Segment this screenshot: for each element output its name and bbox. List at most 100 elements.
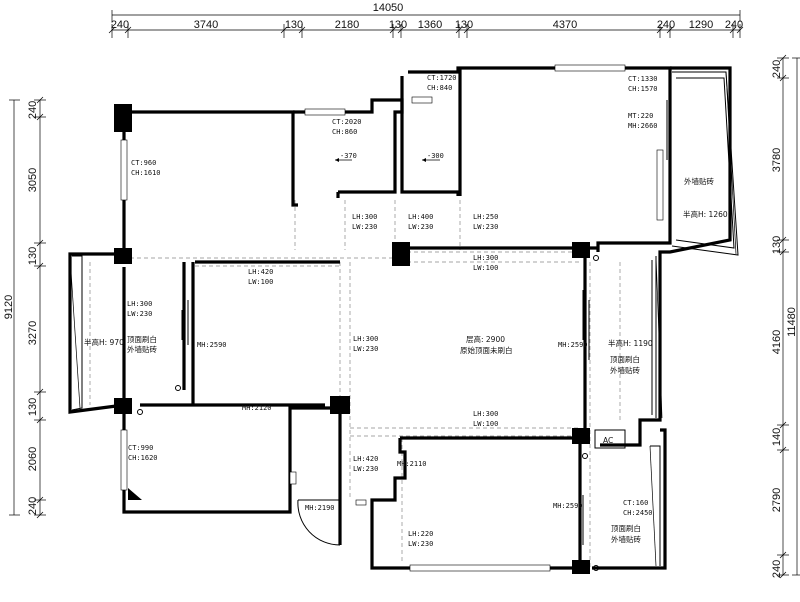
fixture-markers: [128, 255, 626, 571]
dimension-lines: [9, 10, 800, 579]
beam-f-lw: LW:230: [127, 310, 152, 318]
bath2-level: -300: [427, 152, 444, 160]
window-left-1: [120, 139, 128, 201]
mh-2590-bottom: MH:2590: [553, 502, 583, 510]
dim-left-1: 240: [27, 101, 39, 119]
column-6: [330, 396, 350, 414]
window-right-1: [656, 149, 664, 221]
beam-e-lw: LW:100: [473, 264, 498, 272]
dimension-tick: [455, 26, 463, 34]
column-1: [114, 104, 132, 132]
annotations: CT:960 CH:1610 CT:2020 CH:860 -370 CT:17…: [84, 74, 728, 548]
dim-right-6: 2790: [771, 488, 783, 512]
balcony-right-height: 半高H: 1190: [608, 338, 653, 348]
dim-left-3: 130: [27, 247, 39, 265]
dim-overall-top: 14050: [373, 2, 404, 14]
beam-g-lw: LW:230: [353, 345, 378, 353]
dim-top-3: 130: [285, 19, 303, 31]
dimension-tick: [36, 96, 44, 104]
dimension-tick: [779, 236, 787, 244]
walls: [68, 66, 732, 570]
beam-d-lh: LH:420: [248, 268, 273, 276]
dim-top-6: 1360: [418, 19, 442, 31]
dimension-tick: [779, 551, 787, 559]
mh-2120: MH:2120: [242, 404, 272, 412]
dim-left-2: 3050: [27, 168, 39, 192]
structural-columns: [114, 104, 590, 574]
ceiling-note: 原始顶面未刷白: [460, 345, 513, 355]
room-bl-ch: CH:1620: [128, 454, 158, 462]
dim-top-4: 2180: [335, 19, 359, 31]
dim-right-7: 240: [771, 560, 783, 578]
column-3: [114, 398, 132, 414]
dim-overall-right: 11480: [786, 307, 798, 337]
dimension-tick: [736, 26, 744, 34]
balcony-right-tile: 外墙贴砖: [610, 365, 640, 375]
mh-2190: MH:2190: [305, 504, 335, 512]
room-tr-ct: CT:1330: [628, 75, 658, 83]
dimension-tick: [779, 446, 787, 454]
beam-a-lw: LW:230: [352, 223, 377, 231]
dim-top-10: 1290: [689, 19, 713, 31]
balcony-tr-tile: 外墙贴砖: [684, 176, 714, 186]
dim-top-1: 240: [111, 19, 129, 31]
dim-top-11: 240: [725, 19, 743, 31]
room-tl-ch: CH:1610: [131, 169, 161, 177]
dimension-tick: [666, 26, 674, 34]
bath2-ct: CT:1720: [427, 74, 457, 82]
dimension-tick: [463, 26, 471, 34]
dimension-text: 14050 240 3740 130 2180 130 1360 130 437…: [3, 2, 798, 578]
window-top-1: [304, 108, 346, 116]
balcony-left-height: 半高H: 970: [84, 337, 124, 347]
dim-right-4: 4160: [771, 330, 783, 354]
beam-f-lh: LH:300: [127, 300, 152, 308]
bath1-ch: CH:860: [332, 128, 357, 136]
dimension-tick: [298, 26, 306, 34]
dimension-tick: [36, 416, 44, 424]
window-left-2: [120, 429, 128, 491]
mh-2590-left: MH:2590: [197, 341, 227, 349]
dimension-tick: [108, 26, 116, 34]
dimension-tick: [36, 239, 44, 247]
dim-top-8: 4370: [553, 19, 577, 31]
beam-g-lh: LH:300: [353, 335, 378, 343]
room-tr-mh: MH:2660: [628, 122, 658, 130]
beam-c-lw: LW:230: [473, 223, 498, 231]
dimension-tick: [36, 511, 44, 519]
column-8: [572, 560, 590, 574]
balcony-outlines: [69, 71, 739, 567]
ac-box: [594, 429, 626, 449]
beam-j-lw: LW:230: [408, 540, 433, 548]
dimension-tick: [729, 26, 737, 34]
balcony-tr-height: 半高H: 1260: [683, 209, 728, 219]
dimension-tick: [36, 113, 44, 121]
beam-h-lw: LW:100: [473, 420, 498, 428]
column-5: [572, 242, 590, 258]
bath1-ct: CT:2020: [332, 118, 362, 126]
dim-right-3: 130: [771, 236, 783, 254]
room-tr-mt: MT:220: [628, 112, 653, 120]
dimension-tick: [36, 496, 44, 504]
window-top-2: [411, 96, 433, 104]
mh-2110: MH:2110: [397, 460, 427, 468]
dimension-tick: [779, 54, 787, 62]
mh-2590-right: MH:2590: [558, 341, 588, 349]
dimension-tick: [779, 421, 787, 429]
dim-top-7: 130: [455, 19, 473, 31]
dimension-tick: [779, 74, 787, 82]
dimension-tick: [779, 248, 787, 256]
dimension-tick: [656, 26, 664, 34]
dim-right-2: 3780: [771, 148, 783, 172]
windows: [120, 64, 664, 572]
dimension-tick: [397, 26, 405, 34]
dim-top-2: 3740: [194, 19, 218, 31]
dim-top-5: 130: [389, 19, 407, 31]
beam-b-lh: LH:400: [408, 213, 433, 221]
beam-h-lh: LH:300: [473, 410, 498, 418]
dim-left-5: 130: [27, 398, 39, 416]
column-4: [392, 242, 410, 266]
balcony-left-tile: 外墙贴砖: [127, 344, 157, 354]
beam-c-lh: LH:250: [473, 213, 498, 221]
dim-overall-left: 9120: [3, 295, 15, 319]
